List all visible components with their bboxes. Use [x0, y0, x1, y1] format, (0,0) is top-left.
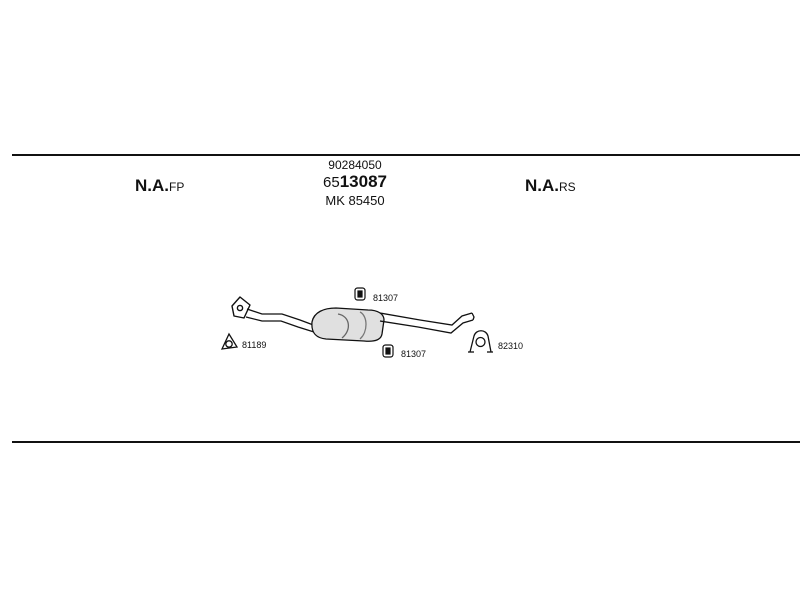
center-part-block: 90284050 6513087 MK 85450	[310, 158, 400, 209]
front-flange-icon	[231, 296, 251, 319]
gasket-icon	[220, 332, 239, 350]
rubber-mount-bottom-part-number: 81307	[401, 349, 427, 359]
bottom-divider	[12, 441, 800, 443]
clamp-part-number: 82310	[498, 341, 524, 351]
rubber-mount-top-icon	[354, 287, 366, 301]
main-part-digits: 13087	[339, 172, 387, 191]
main-part-prefix: 65	[323, 174, 340, 191]
front-label-suffix: FP	[169, 180, 185, 194]
rear-label-text: N.A.	[525, 176, 559, 195]
rubber-mount-bottom-icon	[382, 344, 394, 358]
clamp-icon	[468, 330, 493, 353]
exhaust-pipe-rear	[379, 312, 475, 334]
exhaust-pipe-front	[245, 308, 317, 333]
front-label-text: N.A.	[135, 176, 169, 195]
top-divider	[12, 154, 800, 156]
rear-silencer-label: N.A.RS	[525, 176, 576, 196]
mk-number: MK 85450	[325, 193, 385, 208]
main-part-number: 6513087	[310, 172, 400, 193]
center-muffler-icon	[311, 307, 385, 342]
oe-number: 90284050	[328, 158, 382, 172]
rear-label-suffix: RS	[559, 180, 576, 194]
front-pipe-label: N.A.FP	[135, 176, 184, 196]
gasket-part-number: 81189	[242, 340, 267, 350]
rubber-mount-top-part-number: 81307	[373, 293, 399, 303]
